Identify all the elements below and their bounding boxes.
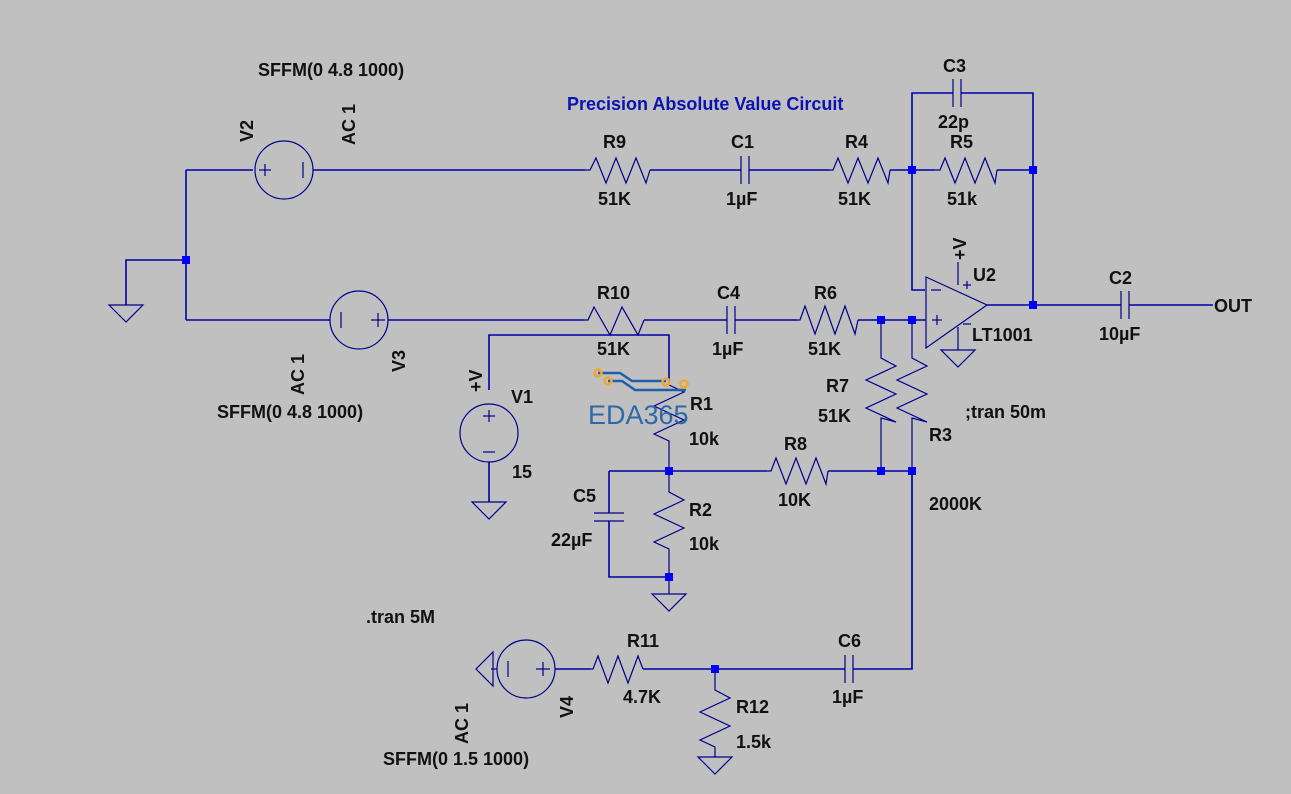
- net-label-out: OUT: [1214, 296, 1252, 316]
- r9-name: R9: [603, 132, 626, 152]
- r10-value: 51K: [597, 339, 630, 359]
- directive-tran: .tran 5M: [366, 607, 435, 627]
- c2-value: 10µF: [1099, 324, 1140, 344]
- c4-name: C4: [717, 283, 740, 303]
- c4-value: 1µF: [712, 339, 743, 359]
- r5-name: R5: [950, 132, 973, 152]
- watermark-text: EDA365: [588, 400, 689, 430]
- r4-name: R4: [845, 132, 868, 152]
- v1-net-label: +V: [466, 369, 486, 392]
- v1-value: 15: [512, 462, 532, 482]
- r12-name: R12: [736, 697, 769, 717]
- ground-symbol: [107, 304, 145, 323]
- resistor-r5[interactable]: [935, 156, 998, 186]
- resistor-r10[interactable]: [584, 305, 645, 337]
- v4-function: SFFM(0 1.5 1000): [383, 749, 529, 769]
- r11-name: R11: [627, 631, 659, 651]
- junction: [1029, 166, 1037, 174]
- v3-function: SFFM(0 4.8 1000): [217, 402, 363, 422]
- r1-value: 10k: [689, 429, 720, 449]
- u2-value: LT1001: [972, 325, 1033, 345]
- resistor-r12[interactable]: [698, 669, 732, 757]
- wire: [488, 334, 670, 390]
- watermark-logo: EDA365: [588, 368, 689, 430]
- v2-function: SFFM(0 4.8 1000): [258, 60, 404, 80]
- resistor-r9[interactable]: [585, 156, 651, 185]
- r6-name: R6: [814, 283, 837, 303]
- r3-name: R3: [929, 425, 952, 445]
- r3-value: 2000K: [929, 494, 982, 514]
- r2-value: 10k: [689, 534, 720, 554]
- wire: [608, 521, 669, 578]
- r1-name: R1: [690, 394, 713, 414]
- u2-name: U2: [973, 265, 996, 285]
- c5-name: C5: [573, 486, 596, 506]
- v4-value: AC 1: [452, 703, 472, 744]
- c1-name: C1: [731, 132, 754, 152]
- voltage-source-v2[interactable]: [254, 140, 314, 200]
- c6-value: 1µF: [832, 687, 863, 707]
- wire-feedback: [911, 92, 1034, 305]
- c3-name: C3: [943, 56, 966, 76]
- r11-value: 4.7K: [623, 687, 661, 707]
- voltage-source-v3[interactable]: [329, 290, 389, 350]
- resistor-r1[interactable]: [652, 384, 686, 471]
- wire-ground-left: [125, 169, 330, 321]
- resistor-r3[interactable]: [895, 320, 929, 668]
- junction: [877, 467, 885, 475]
- ground-symbol: [470, 501, 508, 520]
- resistor-r11[interactable]: [591, 654, 644, 685]
- r9-value: 51K: [598, 189, 631, 209]
- r5-value: 51k: [947, 189, 978, 209]
- ground-symbol: [939, 349, 977, 368]
- r6-value: 51K: [808, 339, 841, 359]
- r7-name: R7: [826, 376, 849, 396]
- r12-value: 1.5k: [736, 732, 772, 752]
- r7-value: 51K: [818, 406, 851, 426]
- c6-name: C6: [838, 631, 861, 651]
- v4-name: V4: [557, 696, 577, 718]
- schematic-title: Precision Absolute Value Circuit: [567, 94, 843, 114]
- c1-value: 1µF: [726, 189, 757, 209]
- v2-name: V2: [237, 120, 257, 142]
- v3-value: AC 1: [288, 354, 308, 395]
- resistor-r8[interactable]: [767, 456, 829, 487]
- capacitor-c6[interactable]: [844, 655, 854, 683]
- voltage-source-v4[interactable]: [491, 639, 556, 699]
- junction: [182, 256, 190, 264]
- capacitor-c2[interactable]: [1120, 291, 1130, 319]
- r8-name: R8: [784, 434, 807, 454]
- r4-value: 51K: [838, 189, 871, 209]
- resistor-r4[interactable]: [829, 156, 891, 186]
- wire: [853, 470, 913, 670]
- v2-value: AC 1: [339, 104, 359, 145]
- opamp-u2[interactable]: [925, 262, 989, 350]
- capacitor-c5[interactable]: [594, 512, 624, 522]
- resistor-r6[interactable]: [797, 304, 859, 337]
- junction: [1029, 301, 1037, 309]
- ground-symbol: [475, 650, 494, 688]
- v3-name: V3: [389, 350, 409, 372]
- c3-value: 22p: [938, 112, 969, 132]
- ground-symbol: [696, 756, 734, 775]
- u2-supply-label: +V: [950, 237, 970, 260]
- v1-name: V1: [511, 387, 533, 407]
- resistor-r2[interactable]: [652, 471, 686, 594]
- capacitor-c3[interactable]: [952, 79, 962, 107]
- capacitor-c4[interactable]: [726, 306, 736, 334]
- r8-value: 10K: [778, 490, 811, 510]
- junction: [665, 573, 673, 581]
- r2-name: R2: [689, 500, 712, 520]
- c5-value: 22µF: [551, 530, 592, 550]
- r10-name: R10: [597, 283, 630, 303]
- voltage-source-v1[interactable]: [459, 403, 519, 463]
- directive-tran-comment: ;tran 50m: [965, 402, 1046, 422]
- capacitor-c1[interactable]: [740, 156, 750, 184]
- resistor-r7[interactable]: [864, 320, 898, 470]
- c2-name: C2: [1109, 268, 1132, 288]
- ground-symbol: [650, 593, 688, 612]
